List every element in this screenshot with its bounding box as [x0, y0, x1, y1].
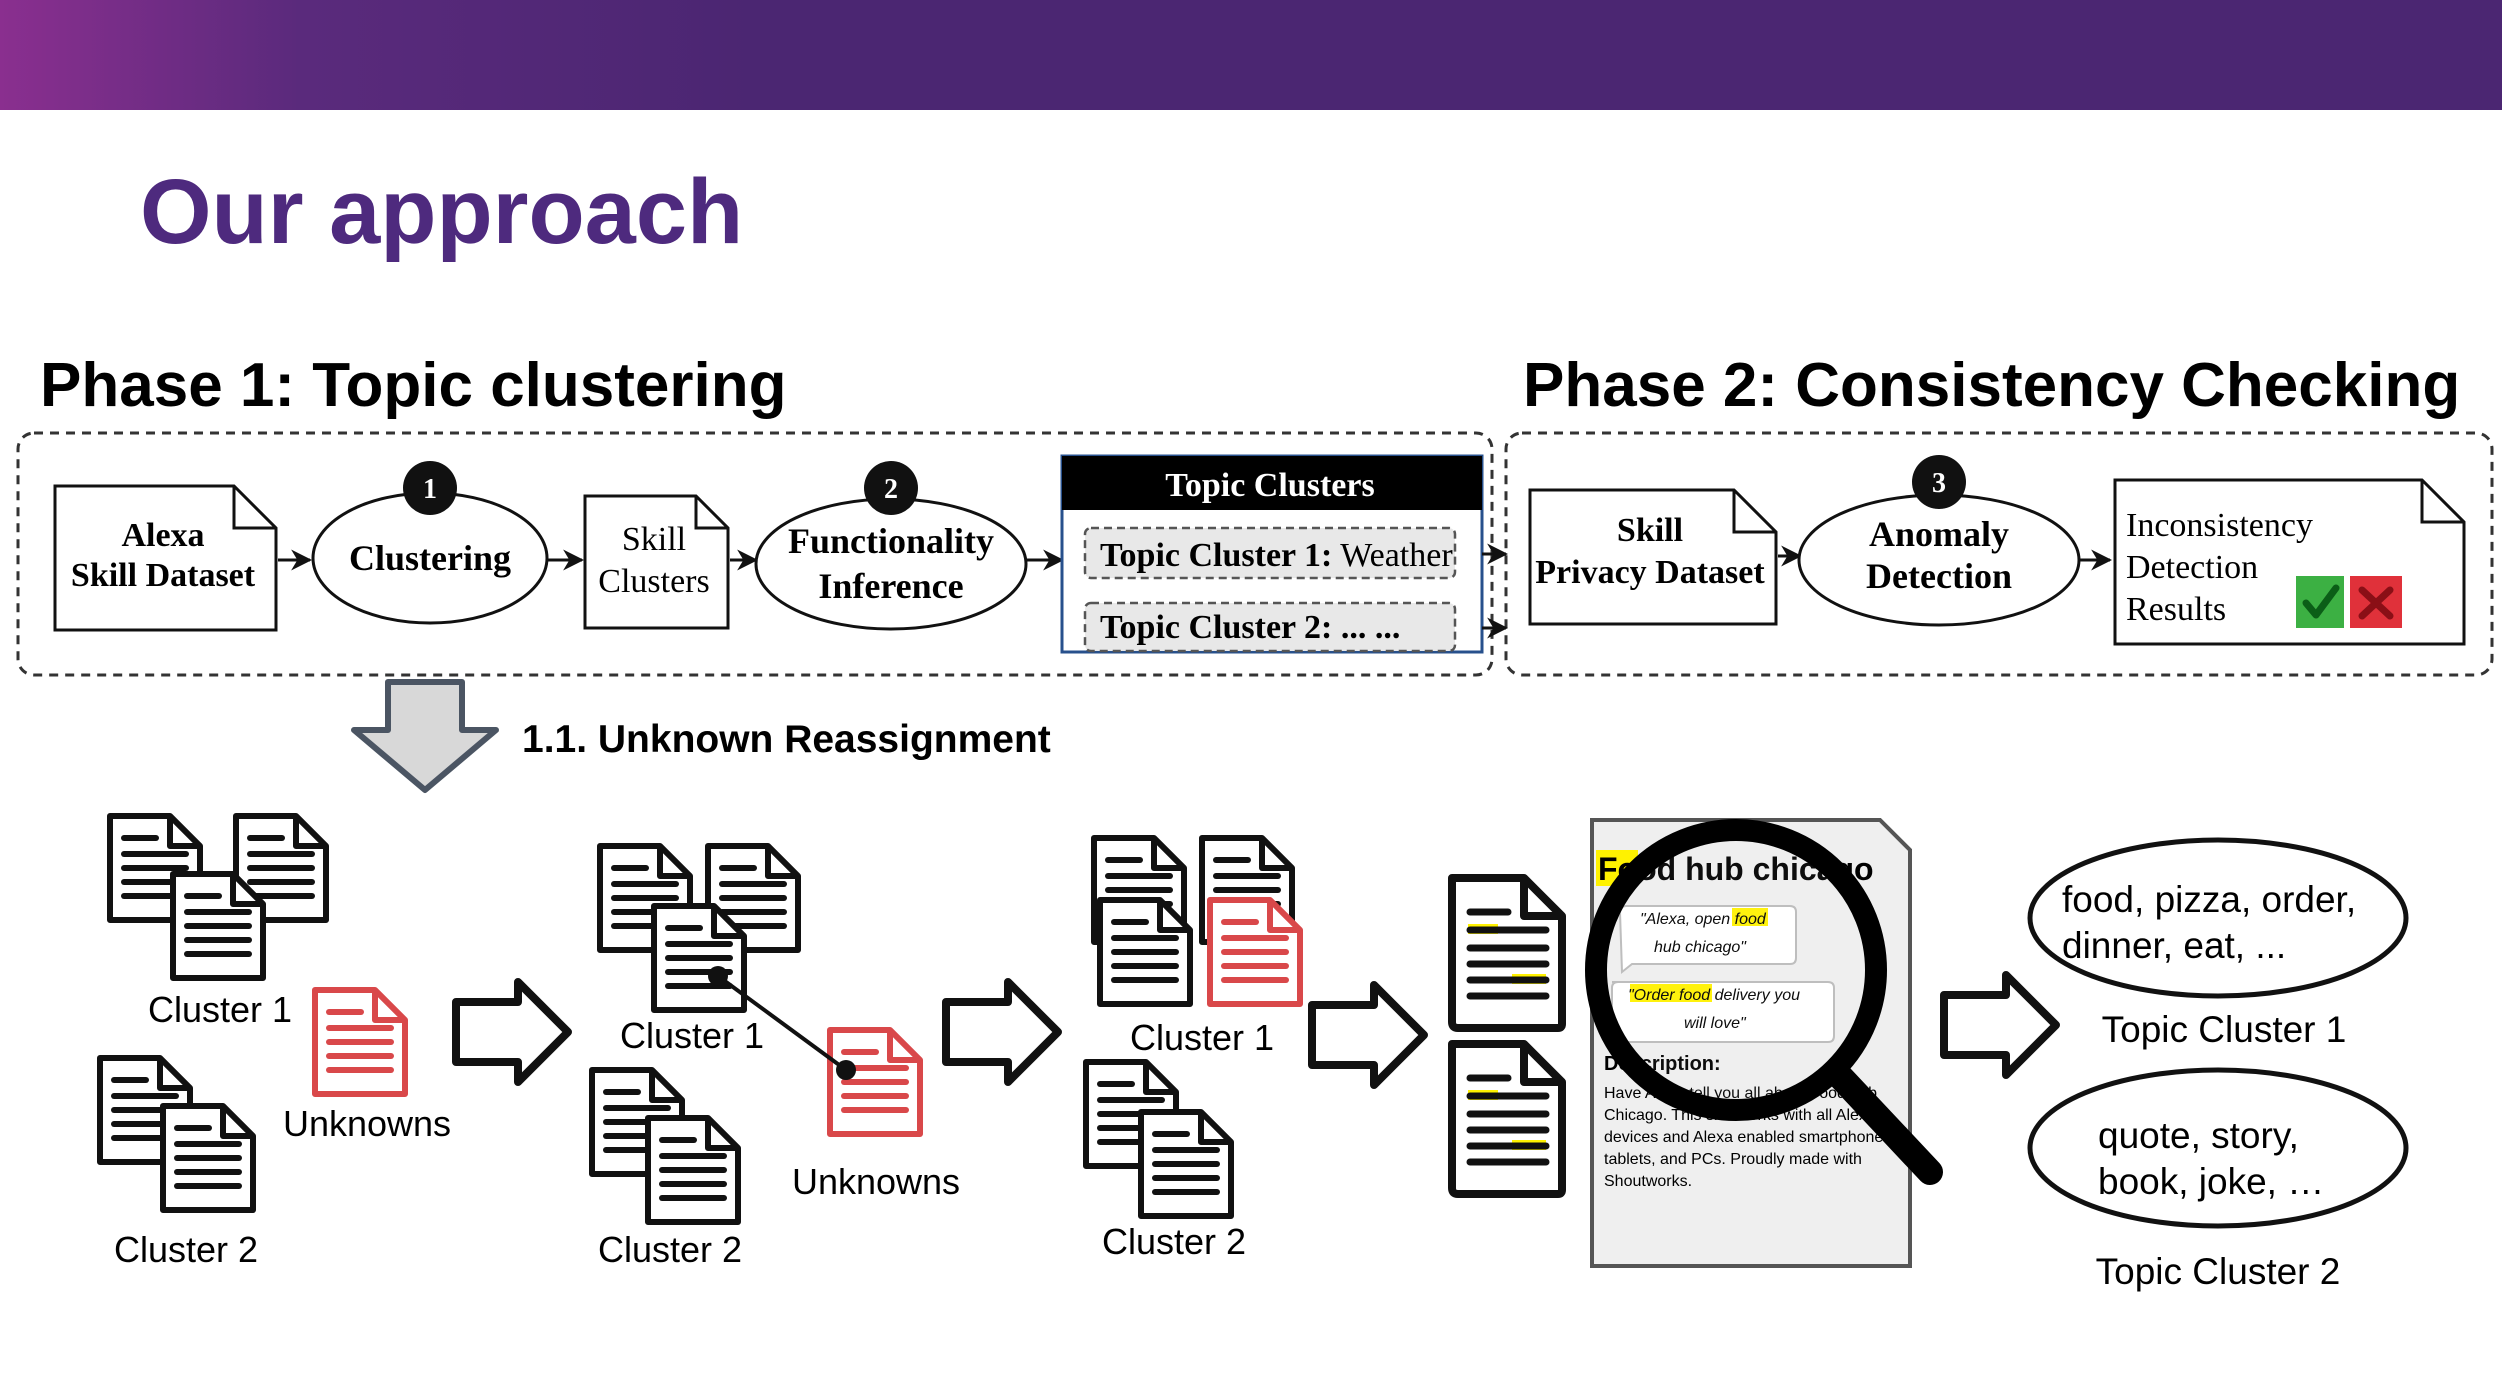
header-bar — [0, 0, 2502, 110]
results-node: Inconsistency Detection Results — [2113, 478, 2466, 646]
svg-text:tablets, and PCs. Proudly made: tablets, and PCs. Proudly made with — [1604, 1151, 1862, 1168]
topic-cluster-1-node: food, pizza, order, dinner, eat, ... Top… — [2027, 837, 2409, 1050]
svg-text:food, pizza, order,: food, pizza, order, — [2062, 879, 2356, 920]
svg-text:Skill: Skill — [622, 521, 686, 558]
alexa-dataset-line1: Alexa — [121, 517, 204, 554]
svg-text:Clusters: Clusters — [598, 563, 709, 600]
svg-text:Detection: Detection — [1866, 556, 2012, 596]
svg-text:quote, story,: quote, story, — [2098, 1115, 2299, 1156]
reassignment-label: 1.1. Unknown Reassignment — [522, 718, 1051, 761]
stage3-cluster1-label: Cluster 1 — [1130, 1017, 1274, 1058]
stage1-cluster1-label: Cluster 1 — [148, 989, 292, 1030]
step1-badge — [403, 461, 457, 515]
bubble1-line1: "Alexa, open food — [1640, 911, 1767, 928]
phase1-heading: Phase 1: Topic clustering — [40, 351, 787, 420]
skill-privacy-dataset-node: Skill Privacy Dataset — [1528, 488, 1778, 626]
svg-text:Results: Results — [2126, 591, 2226, 628]
step2-badge — [864, 461, 918, 515]
stage1-clusters: Cluster 1 Unknowns Cluster 2 — [100, 816, 451, 1270]
block-arrow-icon — [946, 982, 1058, 1082]
stage2-cluster1-label: Cluster 1 — [620, 1015, 764, 1056]
step3-badge — [1912, 455, 1966, 509]
clustering-step: 1 Clustering — [311, 461, 549, 625]
svg-text:Functionality: Functionality — [788, 521, 994, 561]
anomaly-detection-step: 3 Anomaly Detection — [1797, 455, 2081, 627]
topic-cluster-1-caption: Topic Cluster 1 — [2102, 1009, 2347, 1050]
svg-text:devices and Alexa enabled smar: devices and Alexa enabled smartphones, — [1604, 1129, 1896, 1146]
highlighted-doc-icon — [1452, 878, 1562, 1028]
bubble2-line2: will love" — [1684, 1015, 1747, 1032]
slide-title: Our approach — [140, 161, 744, 263]
down-arrow-icon — [351, 679, 499, 793]
alexa-dataset-line2: Skill Dataset — [71, 557, 256, 594]
alexa-skill-dataset-node: Alexa Skill Dataset — [53, 484, 278, 632]
svg-text:3: 3 — [1932, 468, 1946, 499]
svg-text:1: 1 — [423, 474, 437, 505]
block-arrow-icon — [1312, 985, 1424, 1085]
stage3-cluster2-label: Cluster 2 — [1102, 1221, 1246, 1262]
stage1-cluster2-label: Cluster 2 — [114, 1229, 258, 1270]
topic-cluster-2-label: Topic Cluster 2: ... ... — [1100, 609, 1400, 646]
block-arrow-icon — [456, 982, 568, 1082]
highlighted-doc-icon — [1452, 1044, 1562, 1194]
topic-clusters-box: Topic Clusters Topic Cluster 1: Weather … — [1060, 454, 1484, 654]
bubble1-line2: hub chicago" — [1654, 939, 1747, 956]
magnifier-icon — [1585, 819, 1943, 1185]
svg-text:Skill: Skill — [1617, 512, 1683, 549]
svg-text:Topic Clusters: Topic Clusters — [1165, 467, 1374, 504]
svg-text:Privacy Dataset: Privacy Dataset — [1535, 554, 1765, 591]
block-arrow-icon — [1944, 975, 2056, 1075]
svg-text:Anomaly: Anomaly — [1869, 514, 2009, 554]
topic-cluster-2-node: quote, story, book, joke, … Topic Cluste… — [2027, 1067, 2409, 1292]
svg-text:2: 2 — [884, 474, 898, 505]
phase2-heading: Phase 2: Consistency Checking — [1523, 351, 2461, 420]
svg-text:Detection: Detection — [2126, 549, 2258, 586]
svg-text:book, joke, …: book, joke, … — [2098, 1161, 2324, 1202]
stage2-unknowns-label: Unknowns — [792, 1161, 960, 1202]
stage2-cluster2-label: Cluster 2 — [598, 1229, 742, 1270]
skill-clusters-node: Skill Clusters — [583, 494, 730, 630]
topic-cluster-2-caption: Topic Cluster 2 — [2096, 1251, 2341, 1292]
svg-text:Inference: Inference — [818, 566, 963, 606]
svg-text:Topic Cluster 1: Weather: Topic Cluster 1: Weather — [1100, 537, 1453, 574]
functionality-inference-step: 2 Functionality Inference — [754, 461, 1028, 631]
svg-text:dinner, eat, ...: dinner, eat, ... — [2062, 925, 2286, 966]
svg-text:Inconsistency: Inconsistency — [2126, 507, 2313, 544]
svg-text:Shoutworks.: Shoutworks. — [1604, 1173, 1692, 1190]
stage3-clusters: Cluster 1 Cluster 2 — [1086, 838, 1300, 1262]
bubble2-line1: "Order food delivery you — [1628, 987, 1800, 1004]
stage2-clusters: Cluster 1 Unknowns Cluster 2 — [592, 846, 960, 1270]
topic-cluster-1-label: Topic Cluster 1: — [1100, 537, 1332, 574]
stage1-unknowns-label: Unknowns — [283, 1103, 451, 1144]
topic-cluster-1-value: Weather — [1332, 537, 1453, 574]
clustering-label: Clustering — [349, 538, 511, 578]
